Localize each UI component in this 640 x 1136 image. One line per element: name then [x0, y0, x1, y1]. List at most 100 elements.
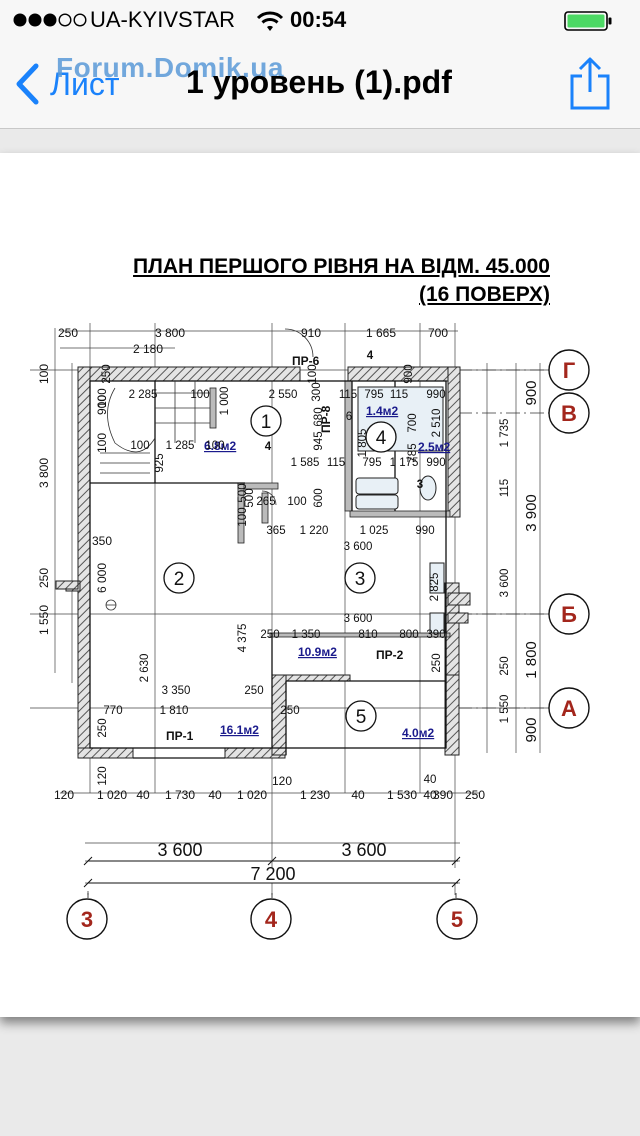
dimension: 40	[423, 788, 437, 802]
axis-label: 3	[81, 907, 93, 932]
dimension: 500	[237, 483, 249, 502]
dimension: 115	[390, 389, 408, 401]
dimension: 1 730	[165, 788, 195, 802]
axis-label: А	[561, 696, 577, 721]
dimension: 6	[346, 411, 352, 423]
dimension: 4	[367, 350, 374, 362]
dimension: 1 285	[166, 440, 195, 452]
dimension: 500	[244, 488, 256, 507]
dimension: 1 800	[523, 641, 540, 679]
dimension: 4 375	[237, 624, 249, 653]
dimension: 3 350	[162, 685, 191, 697]
dimension: 115	[327, 457, 345, 469]
dimension: 2 630	[139, 654, 151, 683]
opening-label: ПР-8	[319, 405, 333, 433]
axis-label: В	[561, 401, 577, 426]
dimension: 2 510	[431, 409, 443, 438]
room-number: 5	[356, 707, 367, 728]
dimension: 990	[426, 457, 445, 469]
dimension: 800	[399, 629, 418, 641]
dimension: 250	[101, 364, 113, 383]
watermark: Forum.Domik.ua	[56, 52, 284, 83]
overall-dimension: 7 200	[250, 864, 295, 884]
room-markers	[163, 405, 397, 732]
dimension: 3 600	[499, 569, 511, 598]
room-area: 10.9м2	[298, 645, 337, 659]
dimension: 925	[154, 453, 166, 472]
dimension: 100	[205, 440, 224, 452]
dimension: 120	[272, 774, 292, 788]
dimension: 900	[403, 364, 415, 383]
axis-label: Б	[561, 602, 577, 627]
dimension: 40	[208, 788, 222, 802]
clock: 00:54	[290, 7, 347, 32]
dimension: 3 800	[155, 326, 185, 340]
overall-dimension: 3 600	[341, 840, 386, 860]
dimension: 945	[313, 431, 325, 450]
pdf-viewer[interactable]: ПЛАН ПЕРШОГО РІВНЯ НА ВІДМ. 45.000 (16 П…	[0, 129, 640, 1136]
dimension: 250	[465, 788, 485, 802]
dimension: 785	[407, 443, 419, 462]
dimension: 100	[190, 389, 209, 401]
dimension: 100	[95, 433, 109, 453]
dimension: 1 175	[390, 457, 419, 469]
dimension: 120	[97, 766, 109, 785]
dimension: 120	[54, 788, 74, 802]
dimension: 300	[311, 382, 323, 401]
dimension: 910	[301, 326, 321, 340]
dimension: 900	[523, 717, 540, 742]
battery-icon	[564, 11, 612, 31]
dimension: 795	[362, 457, 381, 469]
dimension: 900	[523, 380, 540, 405]
dimension: 40	[424, 774, 437, 786]
room-number: 4	[376, 428, 387, 449]
pdf-page[interactable]: ПЛАН ПЕРШОГО РІВНЯ НА ВІДМ. 45.000 (16 П…	[0, 153, 640, 1017]
dimension: 1 020	[237, 788, 267, 802]
share-icon[interactable]	[566, 56, 614, 112]
dimension: 100	[130, 440, 149, 452]
navigation-bar: Лист Forum.Domik.ua 1 уровень (1).pdf	[0, 40, 640, 129]
back-button-label: Лист	[50, 65, 120, 102]
back-button[interactable]: Лист	[14, 62, 120, 106]
dimension: 100	[287, 496, 306, 508]
dimension: 700	[407, 413, 419, 432]
dimension: 250	[260, 629, 279, 641]
dimension: 1 550	[37, 605, 51, 635]
dimension: 1 530	[387, 788, 417, 802]
dimension: 115	[499, 479, 511, 497]
dimension: 100	[97, 388, 109, 407]
room-number: 2	[174, 569, 185, 590]
room-number: 1	[261, 412, 272, 433]
axis-label: 5	[451, 907, 463, 932]
dimension: 250	[280, 705, 299, 717]
room-area: 4.0м2	[402, 726, 435, 740]
dimension: 770	[103, 705, 122, 717]
dimension: 1 020	[97, 788, 127, 802]
dimension: 390	[433, 788, 453, 802]
carrier-name: UA-KYIVSTAR	[90, 7, 236, 32]
dimension: 250	[431, 653, 443, 672]
opening-label: ПР-1	[166, 729, 194, 743]
dimension: 1 805	[357, 429, 369, 458]
dimension: 265	[256, 496, 275, 508]
dimension: 2 825	[429, 573, 441, 602]
room-number: 3	[355, 569, 366, 590]
dimension: 40	[136, 788, 150, 802]
dimension: 365	[266, 525, 285, 537]
dimension: 1 735	[499, 419, 511, 448]
room-area: 1.4м2	[366, 404, 399, 418]
plan-title-line2: (16 ПОВЕРХ)	[419, 283, 550, 306]
dimension: 250	[244, 685, 263, 697]
dimension: 990	[415, 525, 434, 537]
signal-icon	[13, 13, 87, 27]
room-area: 16.1м2	[220, 723, 259, 737]
opening-label: ПР-2	[376, 648, 404, 662]
axis-label: Г	[563, 358, 576, 383]
dimension: 2 180	[133, 342, 163, 356]
dimension: 1 550	[499, 695, 511, 724]
dimension: 900	[95, 395, 109, 415]
room-area: 6.8м2	[204, 439, 237, 453]
dimension: 810	[358, 629, 377, 641]
dimension: 40	[351, 788, 365, 802]
dimension: 3 800	[37, 458, 51, 488]
